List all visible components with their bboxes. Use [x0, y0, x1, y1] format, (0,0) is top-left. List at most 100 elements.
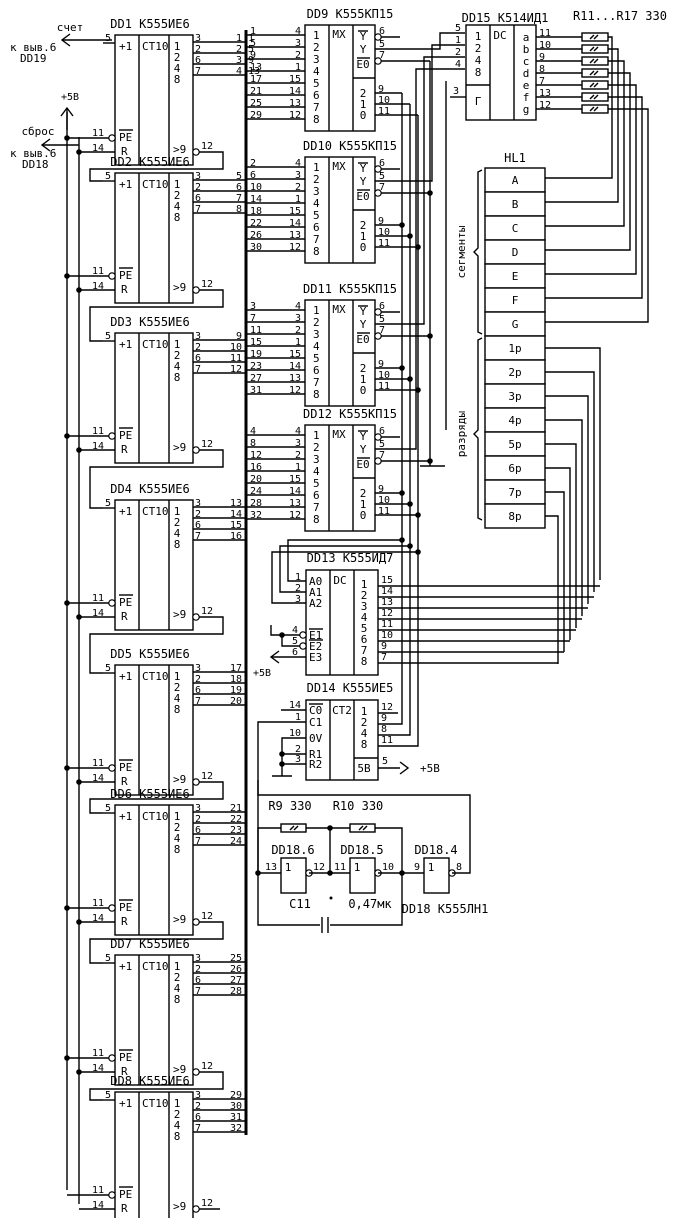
bus-number: 21	[230, 803, 242, 814]
mux-in-label: 4	[313, 65, 320, 78]
dd13-out-label: 1	[361, 578, 368, 591]
pin-number: 9	[539, 52, 545, 63]
counter-carry-label: >9	[173, 773, 186, 786]
pin-number: 11	[92, 1048, 104, 1059]
pin-number: 11	[92, 593, 104, 604]
bus-number: 25	[250, 98, 262, 109]
carry-inversion	[192, 286, 200, 294]
resistor-mark	[589, 58, 595, 64]
pin-number: 2	[295, 325, 301, 336]
pin-number: 11	[378, 106, 390, 117]
bus-number: 14	[250, 194, 262, 205]
pin-number: 2	[295, 182, 301, 193]
mux-in-label: 8	[313, 245, 320, 258]
dd14-sb-label: 5В	[357, 762, 371, 775]
pin-number: 11	[92, 128, 104, 139]
mux-y-label: Y	[360, 443, 367, 456]
segment-label: E	[512, 270, 519, 283]
counter-body	[114, 332, 194, 464]
bus-number: 5	[236, 171, 242, 182]
counter-out-label: 4	[174, 832, 181, 845]
dd14-plus5-label: +5В	[420, 762, 440, 775]
counter-body	[114, 804, 194, 936]
resistor-mark	[589, 34, 595, 40]
mux-in-label: 2	[313, 41, 320, 54]
digit-line	[545, 347, 601, 580]
pin-number: 4	[292, 625, 298, 636]
junction-dot	[399, 537, 405, 543]
bus-number: 30	[250, 242, 262, 253]
pin-number: 7	[195, 66, 201, 77]
bus-number: 29	[250, 110, 262, 121]
dd14-to-address-wire	[378, 565, 403, 725]
carry-inversion	[192, 778, 200, 786]
counter-out-label: 4	[174, 692, 181, 705]
mux-in-label: 5	[313, 77, 320, 90]
digit-brace	[473, 337, 483, 521]
counter-out-label: 1	[174, 338, 181, 351]
pin-number: 10	[382, 862, 394, 873]
counter-carry-label: >9	[173, 281, 186, 294]
resistor	[581, 68, 609, 78]
counter-in-label: +1	[119, 338, 132, 351]
counter-name: DD7 К555ИЕ6	[110, 937, 189, 951]
counter-func-label: СТ10	[142, 810, 169, 823]
resistor-mark	[589, 46, 595, 52]
pin-number: 13	[289, 498, 301, 509]
pin-number: 15	[381, 575, 393, 586]
counter-out-label: 1	[174, 178, 181, 191]
pin-number: 5	[379, 39, 385, 50]
bus-number: 1	[250, 26, 256, 37]
junction-dot	[64, 135, 70, 141]
pin-number: 11	[378, 381, 390, 392]
gate-name: DD18.5	[340, 843, 383, 857]
pin-number: 6	[195, 975, 201, 986]
dd15-out-label: g	[523, 103, 530, 116]
pin-number: 2	[455, 47, 461, 58]
carry-chain-wire	[89, 1071, 224, 1101]
resistor	[581, 44, 609, 54]
resistor-mark	[593, 34, 599, 40]
counter-func-label: СТ10	[142, 178, 169, 191]
counter-carry-label: >9	[173, 1063, 186, 1076]
pin-number: 3	[295, 38, 301, 49]
dd13-out-label: 7	[361, 644, 368, 657]
pin-number: 12	[381, 702, 393, 713]
hl1-name: HL1	[504, 151, 526, 165]
display-segment-cell	[484, 215, 546, 241]
counter-name: DD6 К555ИЕ6	[110, 787, 189, 801]
counter-r-label: R	[121, 283, 128, 296]
resistor	[581, 92, 609, 102]
counter-out-label: 4	[174, 982, 181, 995]
pin-number: 14	[92, 1063, 104, 1074]
resistors-label: R11...R17 330	[573, 9, 667, 23]
bus-number: 17	[230, 663, 242, 674]
counter-out-label: 4	[174, 360, 181, 373]
counter-out-label: 1	[174, 40, 181, 53]
pin-number: 10	[289, 728, 301, 739]
mux-in-label: 1	[313, 429, 320, 442]
cap-value: 0,47мк	[348, 897, 392, 911]
mux-ynot-label: Y	[360, 30, 367, 43]
pin-number: 2	[195, 964, 201, 975]
counter-out-label: 4	[174, 200, 181, 213]
pin-number: 1	[295, 572, 301, 583]
count-ref-label: к выв.6	[10, 41, 56, 54]
counter-func-label: СТ10	[142, 40, 169, 53]
dd14-out-label: 8	[361, 738, 368, 751]
digit-label: 7р	[508, 486, 521, 499]
pin-number: 11	[92, 1185, 104, 1196]
segment-line-to-display	[545, 60, 625, 227]
digit-label: 8р	[508, 510, 521, 523]
bus-number: 12	[230, 364, 242, 375]
pe-inversion	[108, 904, 116, 912]
mux-in-label: 7	[313, 501, 320, 514]
gate-name: DD18.4	[414, 843, 457, 857]
mux-addr-label: 0	[360, 241, 367, 254]
mux-addr-label: 1	[360, 373, 367, 386]
junction-dot	[64, 765, 70, 771]
count-input-label: счет	[57, 21, 84, 34]
counter-body	[114, 172, 194, 304]
pin-number: 2	[295, 744, 301, 755]
dd14-in-label: C0	[309, 704, 322, 717]
